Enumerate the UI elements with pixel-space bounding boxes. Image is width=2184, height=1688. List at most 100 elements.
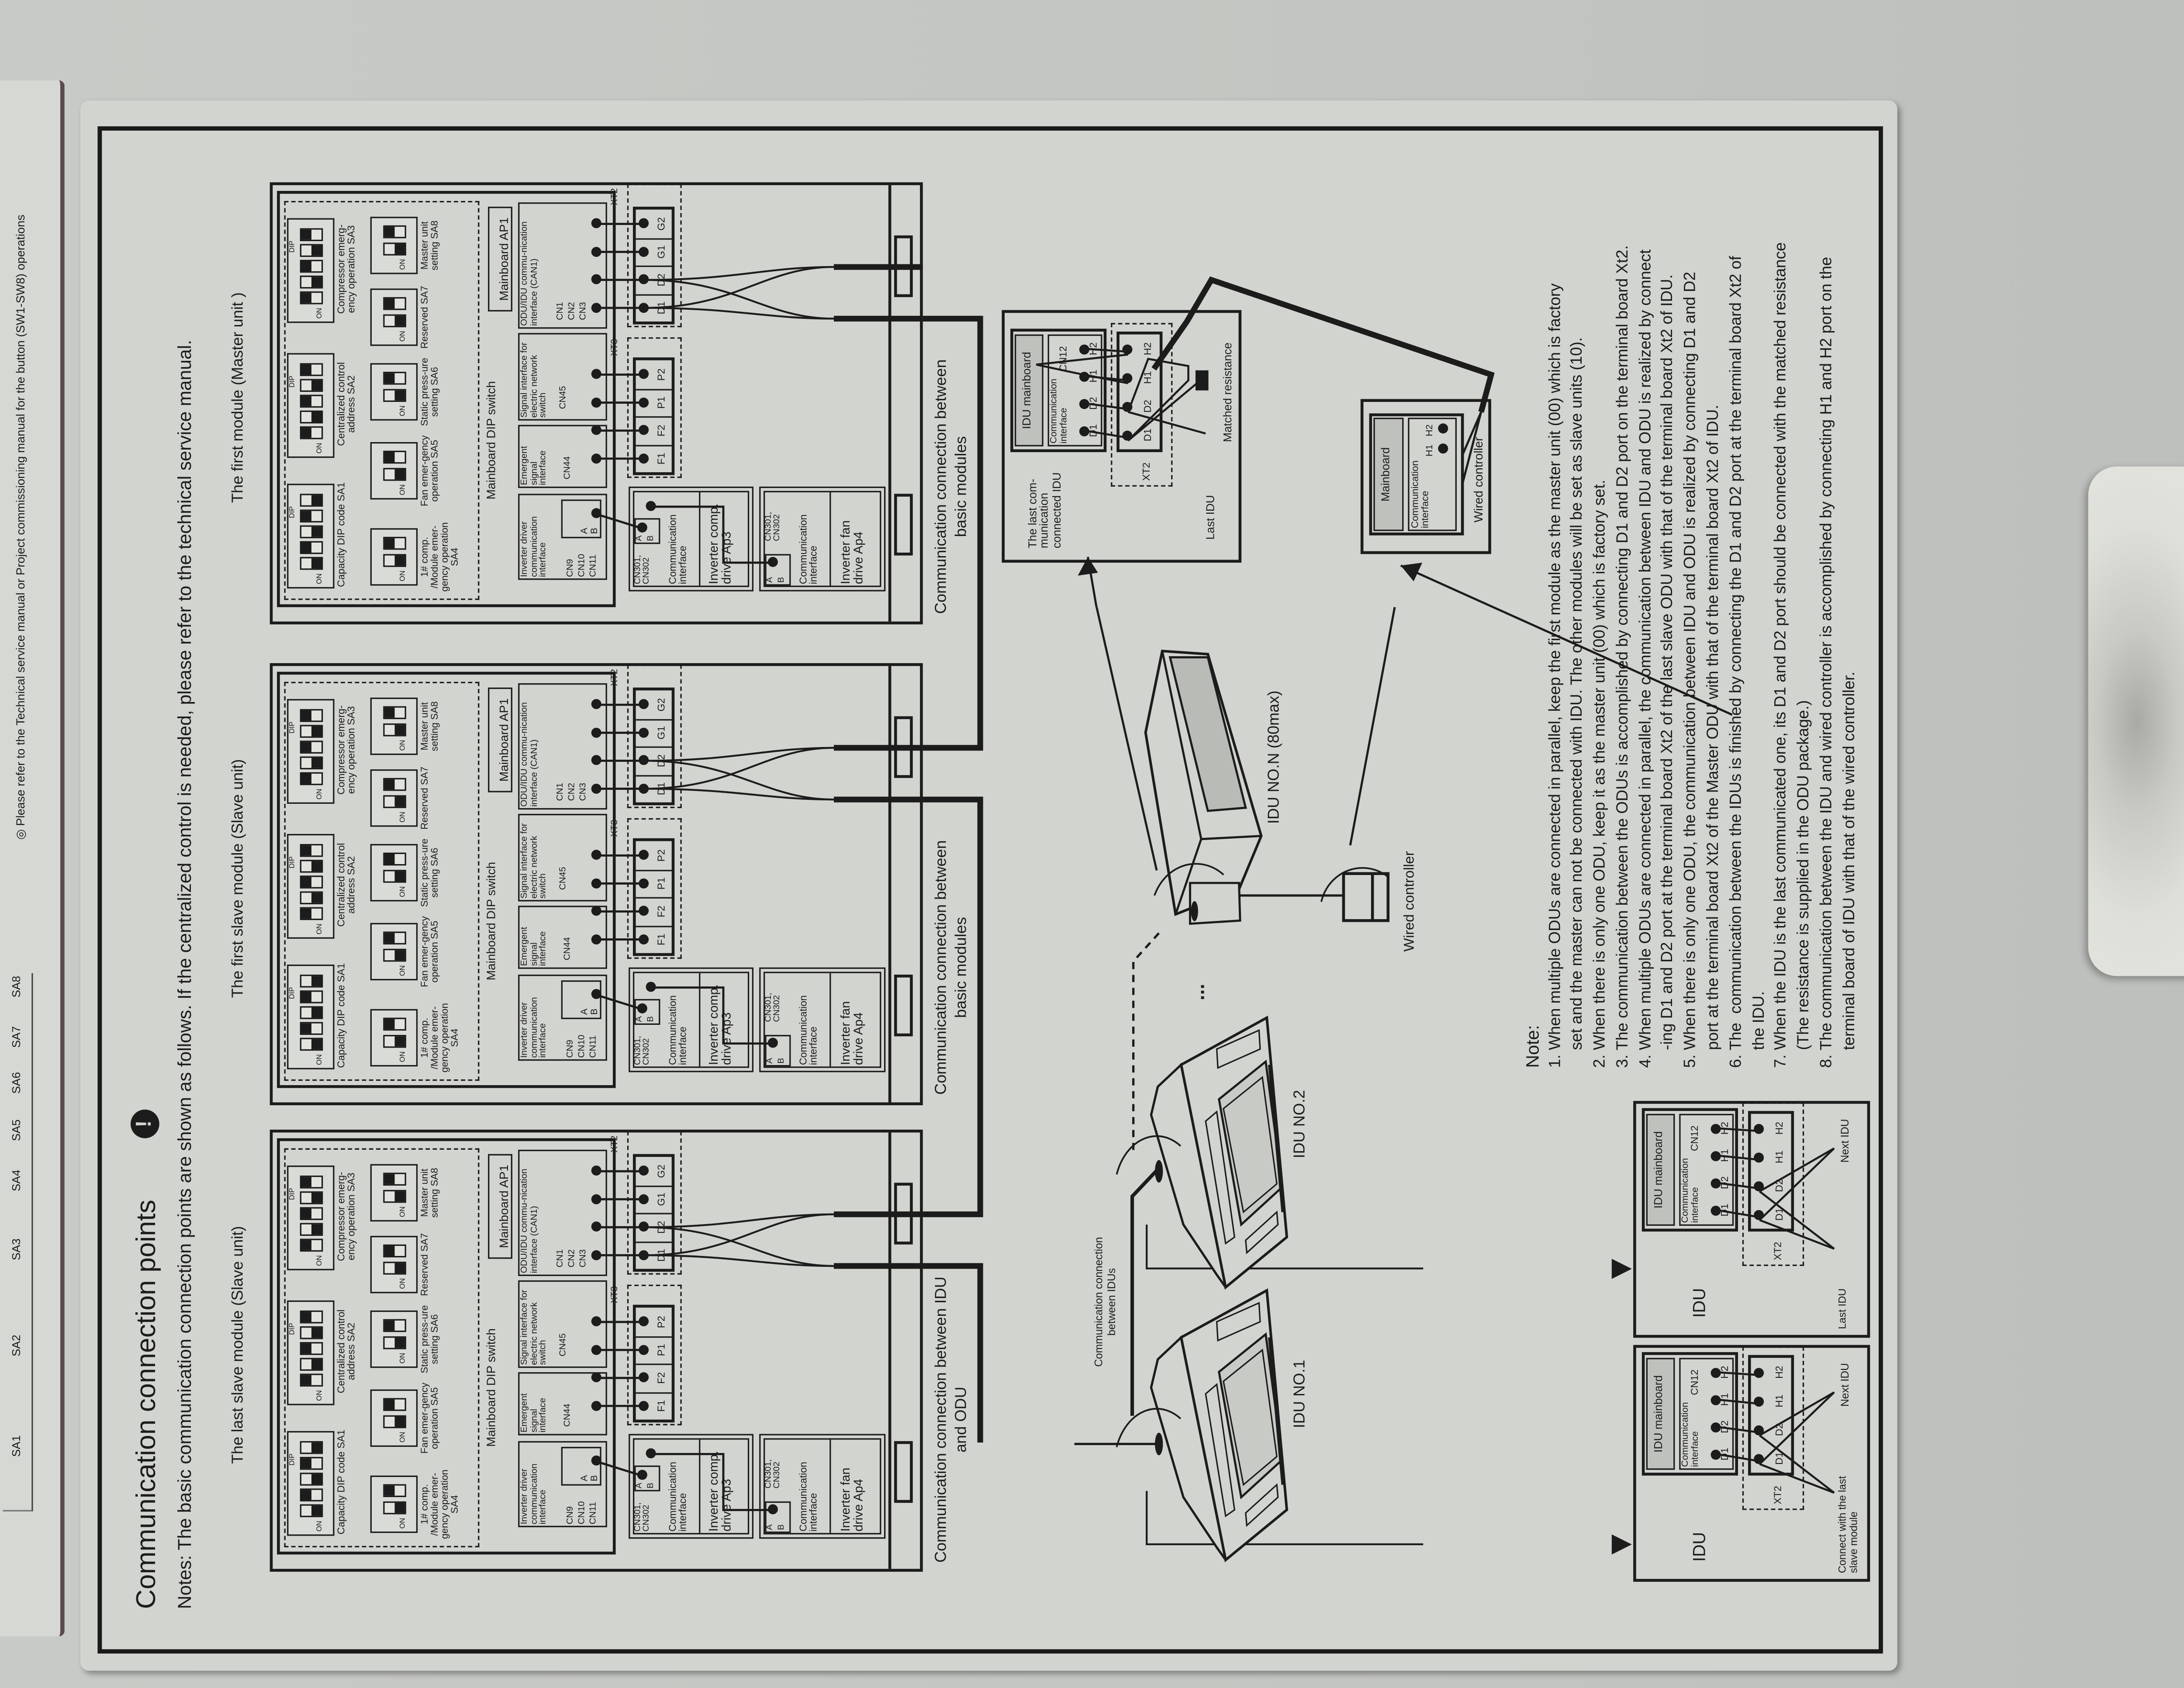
wired-controller-cable — [1461, 412, 1482, 484]
side-label-card — [0, 80, 65, 1636]
d-bus-wire — [644, 1254, 834, 1267]
wired-controller-box-label: Wired controller — [1471, 437, 1486, 522]
connector-wire — [1716, 1127, 1760, 1132]
d-bus-wire — [1759, 1391, 1835, 1436]
connector-wire — [1716, 1425, 1760, 1434]
connector-wire — [1716, 1182, 1760, 1190]
switch-label: SA1 — [10, 1435, 23, 1457]
cassette-edge — [1270, 1065, 1284, 1212]
connector-wire — [1716, 1209, 1760, 1218]
arrow-head-icon — [1611, 1259, 1632, 1279]
communication-diagram-panel: Communication connection points ! Notes:… — [97, 126, 1883, 1654]
d-bus-wire — [1759, 1219, 1835, 1250]
indicator-arc — [1154, 864, 1239, 902]
ab-wire — [595, 1460, 642, 1477]
d-bus-wire — [644, 788, 834, 801]
ab-wire — [650, 986, 772, 1045]
note-line: 8. The communication between the IDU and… — [1818, 256, 1836, 1068]
control-box — [1190, 883, 1241, 924]
module-wiring — [595, 223, 923, 564]
note-line: 4. When multiple ODUs are connected in p… — [1637, 249, 1655, 1068]
arrow-line-wired-controller — [1350, 607, 1395, 845]
connector-pin-icon — [1438, 443, 1448, 454]
module-title: The first slave module (Slave unit) — [229, 759, 247, 998]
idu-non-label: IDU NO.N (80max) — [1265, 690, 1283, 824]
port-label: H1 — [1425, 444, 1435, 457]
wall-plastic-block — [2088, 466, 2184, 976]
module-title: The first module (Master unit ) — [229, 292, 247, 503]
basic-module-bus — [923, 315, 983, 751]
cassette-louver — [1246, 1212, 1278, 1252]
switch-label: SA8 — [10, 975, 23, 998]
label-connection-idu-odu: Communication connection between IDU and… — [933, 1276, 971, 1563]
cassette-louver — [1246, 1485, 1278, 1525]
d-bus-wire — [1127, 411, 1206, 435]
arrow-line-idu-box — [1147, 1224, 1423, 1268]
d-bus-wire — [644, 760, 834, 801]
idu-ellipsis: ... — [1185, 983, 1209, 1001]
ab-wire — [595, 512, 642, 529]
notes-block: Note: 1. When multiple ODUs are connecte… — [1523, 149, 1863, 1068]
side-note: ◎ Please refer to the Technical service … — [13, 214, 28, 840]
cassette-edge — [1270, 1337, 1284, 1484]
d-bus-wire — [644, 747, 834, 762]
d-bus-wire — [1759, 1190, 1835, 1250]
arrow-line-idu-box — [1147, 1491, 1423, 1544]
note-line: port at the terminal board Xt2 of the Ma… — [1705, 405, 1723, 1068]
idu-no1-label: IDU NO.1 — [1292, 1359, 1309, 1429]
d-bus-wire — [1759, 1147, 1835, 1221]
connector-wire — [1716, 1398, 1760, 1405]
label-connection-basic-modules: Communication connection between basic m… — [933, 840, 971, 1095]
label-connection-between-idus: Communication connection between IDUs — [1092, 1237, 1118, 1367]
d-bus-wire — [1759, 1391, 1835, 1465]
indicator-arc — [1116, 1409, 1196, 1447]
connector-wire — [1716, 1371, 1760, 1376]
cassette-louver — [1206, 1112, 1234, 1243]
wiring-lines — [923, 276, 1733, 1649]
switch-label: SA4 — [10, 1169, 23, 1192]
note-line: (The resistance is supplied in the ODU p… — [1796, 700, 1813, 1068]
idu-odu-bus — [923, 1263, 983, 1443]
d-bus-wire — [644, 307, 834, 320]
note-line: -ing D1 and D2 port at the terminal boar… — [1659, 274, 1677, 1068]
cassette-grille-inner — [1223, 1077, 1277, 1212]
d-bus-wire — [644, 1213, 834, 1256]
notes-heading: Note: — [1523, 1025, 1543, 1068]
idu-no1-cassette-icon — [1116, 1290, 1287, 1560]
terminal-wiring — [1036, 348, 1206, 442]
arrow-head-icon — [1078, 557, 1098, 576]
connector-wire — [1716, 1154, 1760, 1161]
communication-interface-label: Communication interface — [1410, 460, 1431, 529]
switch-label: SA7 — [10, 1026, 23, 1048]
cassette-louver — [1217, 1303, 1260, 1341]
cassette-louver — [1206, 1384, 1234, 1516]
switch-label: SA5 — [10, 1119, 23, 1141]
switch-label: SA6 — [10, 1072, 23, 1094]
cassette-grille-inner — [1223, 1350, 1277, 1484]
note-line: 3. The communication between the ODUs is… — [1614, 245, 1632, 1068]
ab-wire — [650, 1453, 772, 1512]
module-wiring — [595, 703, 923, 1045]
d-bus-wire — [1127, 375, 1206, 442]
ducted-unit-grille — [1170, 657, 1246, 811]
note-line: 2. When there is only one ODU, keep it a… — [1592, 480, 1609, 1068]
ab-wire — [595, 993, 642, 1010]
connector-wire — [1716, 1453, 1760, 1463]
d-bus-wire — [644, 1226, 834, 1267]
note-line: terminal board of IDU with that of the w… — [1841, 671, 1859, 1068]
ab-wire — [650, 505, 772, 564]
indicator-arc — [1116, 1136, 1196, 1175]
switch-label: SA3 — [10, 1238, 23, 1260]
d-bus-wire — [644, 1213, 834, 1228]
arrow-line-last-idu — [1097, 607, 1157, 871]
d-bus-wire — [1759, 1463, 1835, 1494]
idu-chain-wire — [1132, 1168, 1159, 1416]
module-title: The last slave module (Slave unit) — [229, 1226, 247, 1464]
